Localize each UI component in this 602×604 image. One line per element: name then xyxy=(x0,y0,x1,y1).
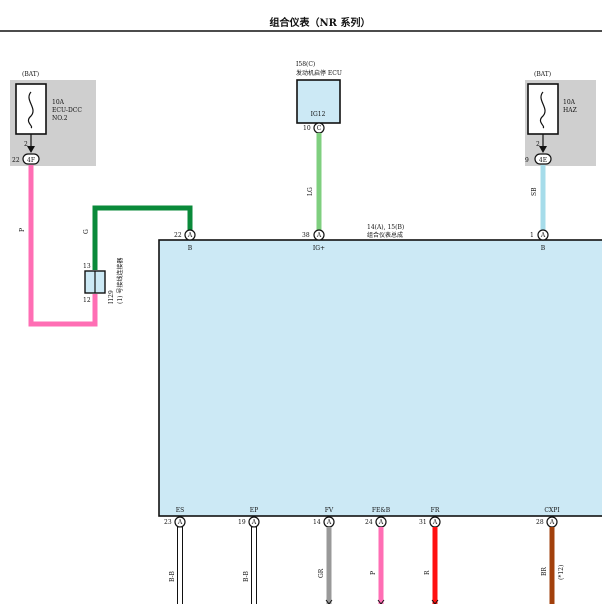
pin-number: 31 xyxy=(419,519,427,526)
fuse-pin: 2 xyxy=(24,141,28,148)
pin-connector-id: A xyxy=(177,519,183,526)
combination-meter-box xyxy=(158,239,602,517)
connector-4e xyxy=(534,153,552,165)
wire-sb-label: SB xyxy=(531,187,538,196)
ecu-terminal: IG12 xyxy=(311,111,326,118)
wire-lg-label: LG xyxy=(307,187,314,196)
fuse-rating: 10A xyxy=(563,99,576,106)
fuse-name-2: NO.2 xyxy=(52,115,68,122)
connector-4f-pin: 22 xyxy=(12,157,20,164)
bottom-pin-ep: EP A 19 B-B xyxy=(238,507,260,604)
pin-label: CXPI xyxy=(544,507,560,514)
fuse-rating: 10A xyxy=(52,99,65,106)
wire-label: P xyxy=(370,571,377,575)
arrow-down-icon xyxy=(377,599,385,604)
junction-ref: I129 xyxy=(108,290,115,304)
ecu-name: 发动机启停 ECU xyxy=(296,69,342,77)
top-pin-1: A 1 B xyxy=(530,229,549,252)
connector-4e-pin: 9 xyxy=(525,157,529,164)
fuse-name: ECU-DCC xyxy=(52,107,82,114)
pin-connector-id: A xyxy=(549,519,555,526)
pin-connector-id: A xyxy=(251,519,257,526)
page-title: 组合仪表（NR 系列） xyxy=(270,16,371,29)
wire-shielded xyxy=(177,526,183,604)
top-pin-38: A 38 IG+ xyxy=(302,229,325,252)
top-pin-22: A 22 B xyxy=(174,229,196,252)
wire-g xyxy=(92,205,193,270)
pin-number: 24 xyxy=(365,519,373,526)
pin-label: IG+ xyxy=(313,245,325,252)
pin-label: B xyxy=(188,245,193,252)
fuse-element-icon xyxy=(539,91,546,129)
arrow-down-icon xyxy=(325,599,333,604)
junction-pin-top: 13 xyxy=(83,263,91,270)
pin-number: 23 xyxy=(164,519,172,526)
pin-connector-id: A xyxy=(187,232,193,239)
fuse-ecu-dcc: (BAT) 10A ECU-DCC NO.2 2 xyxy=(10,71,96,166)
bottom-pin-es: ES A 23 B-B xyxy=(164,507,186,604)
pin-label: ES xyxy=(176,507,185,514)
wire-label: GR xyxy=(318,568,325,578)
ecu-ref: I58(C) xyxy=(296,61,315,68)
wire-label: B-B xyxy=(243,570,250,582)
pin-connector xyxy=(184,229,196,241)
wire-label: B-B xyxy=(169,570,176,582)
wire-label: BR xyxy=(541,567,548,576)
fuse-haz: (BAT) 10A HAZ 2 xyxy=(525,71,596,166)
meter-name: 组合仪表总成 xyxy=(367,231,403,239)
pin-label: B xyxy=(541,245,546,252)
pin-label: FE&B xyxy=(372,507,391,514)
junction-pin-bottom: 12 xyxy=(83,297,91,304)
pin-connector-id: A xyxy=(326,519,332,526)
pin-label: FR xyxy=(431,507,440,514)
wire-shielded xyxy=(251,526,257,604)
pin-connector-id: A xyxy=(432,519,438,526)
fuse-name: HAZ xyxy=(563,107,577,114)
wire-note: (*12) xyxy=(558,565,565,580)
junction-name: (1) 号接线连接器 xyxy=(116,258,124,304)
wire-g-label: G xyxy=(83,229,90,234)
bottom-pin-cxpi: CXPI A 28 BR (*12) xyxy=(536,507,565,604)
connector-4f xyxy=(22,153,40,165)
pin-number: 22 xyxy=(174,232,182,239)
fuse-arrow-icon xyxy=(27,146,35,153)
bottom-pin-fr: FR A 31 R xyxy=(419,507,441,604)
pin-number: 14 xyxy=(313,519,321,526)
pin-connector xyxy=(537,229,549,241)
connector-4e-id: 4E xyxy=(539,157,547,164)
connector-4f-id: 4F xyxy=(27,157,35,164)
wire-p-left xyxy=(28,165,98,327)
pin-label: EP xyxy=(250,507,258,514)
bottom-pin-fv: FV A 14 GR xyxy=(313,507,335,604)
pin-connector-id: A xyxy=(378,519,384,526)
pin-number: 1 xyxy=(530,232,534,239)
pin-label: FV xyxy=(325,507,334,514)
fuse-source-label: (BAT) xyxy=(22,71,39,78)
fuse-element-icon xyxy=(27,91,34,129)
pin-connector-id: A xyxy=(540,232,546,239)
pin-number: 28 xyxy=(536,519,544,526)
bottom-pin-feb: FE&B A 24 P xyxy=(365,507,391,604)
fuse-arrow-icon xyxy=(539,146,547,153)
pin-number: 38 xyxy=(302,232,310,239)
pin-number: 19 xyxy=(238,519,246,526)
pin-connector xyxy=(313,229,325,241)
wire-label: R xyxy=(424,570,431,575)
meter-ref: 14(A), 15(B) xyxy=(367,224,404,231)
arrow-down-icon xyxy=(431,599,439,604)
wire-p-label: P xyxy=(19,228,26,232)
pin-connector-id: A xyxy=(316,232,322,239)
ecu-pin: 10 xyxy=(303,125,311,132)
fuse-pin: 2 xyxy=(536,141,540,148)
ecu-connector-id: C xyxy=(317,125,322,132)
fuse-source-label: (BAT) xyxy=(534,71,551,78)
